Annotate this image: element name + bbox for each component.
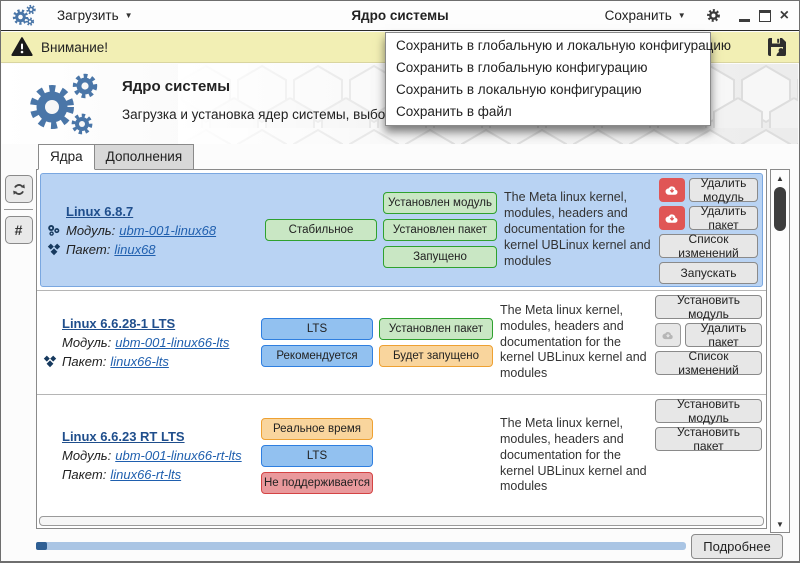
type-badge: Реальное время bbox=[261, 417, 373, 440]
status-badge: Установлен пакет bbox=[379, 318, 493, 341]
vertical-scrollbar[interactable]: ▲ ▼ bbox=[770, 169, 790, 533]
kernel-description: The Meta linux kernel, modules, headers … bbox=[500, 302, 647, 381]
cloud-remove-package-button[interactable] bbox=[659, 206, 685, 230]
install-module-button[interactable]: Установить модуль bbox=[655, 293, 762, 321]
row-separator bbox=[37, 290, 766, 291]
gears-logo-icon bbox=[22, 70, 108, 140]
cloud-remove-package-button[interactable] bbox=[655, 323, 681, 347]
install-package-button[interactable]: Установить пакет bbox=[655, 425, 762, 453]
kernel-description: The Meta linux kernel, modules, headers … bbox=[504, 190, 651, 268]
load-menu-button[interactable]: Загрузить ▼ bbox=[51, 4, 139, 27]
cloud-remove-module-button[interactable] bbox=[659, 178, 685, 202]
install-module-button[interactable]: Установить модуль bbox=[655, 397, 762, 425]
status-badge: Запущено bbox=[383, 246, 497, 268]
changelog-button[interactable]: Список изменений bbox=[659, 232, 758, 260]
module-label: Модуль: bbox=[62, 335, 112, 351]
save-dropdown-menu: Сохранить в глобальную и локальную конфи… bbox=[385, 32, 731, 126]
save-config-icon[interactable] bbox=[765, 35, 789, 59]
package-link[interactable]: linux66-rt-lts bbox=[110, 467, 182, 483]
kernel-row-linux-6-6-28-lts[interactable]: Linux 6.6.28-1 LTS Модуль: ubm-001-linux… bbox=[37, 291, 766, 394]
package-label: Пакет: bbox=[62, 467, 107, 483]
remove-package-button[interactable]: Удалить пакет bbox=[685, 321, 762, 349]
kernel-name-link[interactable]: Linux 6.8.7 bbox=[66, 203, 134, 219]
menu-item-save-global[interactable]: Сохранить в глобальную конфигурацию bbox=[396, 60, 648, 75]
footer: Подробнее bbox=[1, 533, 799, 561]
refresh-button[interactable] bbox=[4, 175, 33, 203]
warning-icon bbox=[11, 37, 33, 57]
type-badge: Рекомендуется bbox=[261, 345, 373, 368]
scrollbar-thumb[interactable] bbox=[774, 187, 786, 231]
status-badge: Установлен модуль bbox=[383, 192, 497, 214]
details-button[interactable]: Подробнее bbox=[691, 534, 783, 559]
close-button[interactable]: × bbox=[779, 6, 789, 24]
row-separator bbox=[37, 394, 766, 396]
scroll-down-button[interactable]: ▼ bbox=[776, 519, 784, 529]
package-icon bbox=[43, 355, 62, 368]
remove-module-button[interactable]: Удалить модуль bbox=[689, 176, 758, 204]
status-badge: Будет запущено bbox=[379, 345, 493, 368]
module-link[interactable]: ubm-001-linux66-lts bbox=[115, 335, 230, 351]
minimize-button[interactable] bbox=[738, 9, 750, 22]
package-link[interactable]: linux68 bbox=[114, 241, 156, 257]
tool-separator bbox=[4, 209, 33, 210]
horizontal-scrollbar[interactable] bbox=[39, 516, 764, 526]
module-label: Модуль: bbox=[62, 448, 112, 464]
load-menu-label: Загрузить bbox=[57, 8, 119, 23]
tab-kernels[interactable]: Ядра bbox=[38, 144, 95, 170]
module-link[interactable]: ubm-001-linux66-rt-lts bbox=[115, 448, 242, 464]
type-badge: LTS bbox=[261, 444, 373, 467]
kernel-row-linux-6-8-7[interactable]: Linux 6.8.7 Модуль: ubm-001-linux68 bbox=[40, 173, 763, 287]
save-menu-label: Сохранить bbox=[604, 8, 672, 23]
caret-down-icon: ▼ bbox=[124, 11, 133, 20]
cloud-download-icon bbox=[665, 213, 678, 223]
module-label: Модуль: bbox=[66, 222, 116, 238]
module-link[interactable]: ubm-001-linux68 bbox=[119, 222, 217, 238]
hash-button[interactable]: # bbox=[4, 216, 33, 244]
type-badge: LTS bbox=[261, 318, 373, 341]
refresh-icon bbox=[12, 183, 25, 195]
tab-addons[interactable]: Дополнения bbox=[94, 144, 195, 170]
menu-item-save-local[interactable]: Сохранить в локальную конфигурацию bbox=[396, 82, 642, 97]
tab-bar: Ядра Дополнения bbox=[38, 144, 195, 170]
package-label: Пакет: bbox=[62, 354, 107, 370]
progress-bar bbox=[36, 542, 686, 550]
scroll-up-button[interactable]: ▲ bbox=[776, 173, 784, 183]
kernel-name-link[interactable]: Linux 6.6.23 RT LTS bbox=[62, 429, 185, 445]
kernel-list: Linux 6.8.7 Модуль: ubm-001-linux68 bbox=[36, 169, 767, 529]
caret-down-icon: ▼ bbox=[677, 11, 686, 20]
app-logo-icon bbox=[11, 4, 37, 28]
page-title: Ядро системы bbox=[122, 78, 231, 95]
status-badge: Установлен пакет bbox=[383, 219, 497, 241]
menu-item-save-file[interactable]: Сохранить в файл bbox=[396, 104, 512, 119]
kernel-row-linux-6-6-23-rt-lts[interactable]: Linux 6.6.23 RT LTS Модуль: ubm-001-linu… bbox=[37, 395, 766, 516]
release-badge: Стабильное bbox=[265, 219, 377, 241]
cloud-download-icon bbox=[662, 331, 673, 339]
progress-chunk bbox=[36, 542, 47, 550]
package-icon bbox=[47, 243, 66, 256]
remove-package-button[interactable]: Удалить пакет bbox=[689, 204, 758, 232]
package-link[interactable]: linux66-lts bbox=[110, 354, 169, 370]
save-menu-button[interactable]: Сохранить ▼ bbox=[599, 4, 692, 27]
side-toolbar: # bbox=[4, 175, 33, 244]
kernel-description: The Meta linux kernel, modules, headers … bbox=[500, 415, 647, 494]
run-button[interactable]: Запускать bbox=[659, 262, 758, 284]
menu-item-save-global-local[interactable]: Сохранить в глобальную и локальную конфи… bbox=[396, 38, 731, 53]
warning-label: Внимание! bbox=[41, 39, 109, 55]
settings-gear-icon[interactable] bbox=[705, 7, 722, 24]
changelog-button[interactable]: Список изменений bbox=[655, 349, 762, 377]
maximize-button[interactable] bbox=[758, 9, 771, 22]
package-label: Пакет: bbox=[66, 241, 111, 257]
kernel-name-link[interactable]: Linux 6.6.28-1 LTS bbox=[62, 316, 176, 332]
type-badge: Не поддерживается bbox=[261, 471, 373, 494]
cloud-download-icon bbox=[665, 185, 678, 195]
titlebar: Загрузить ▼ Ядро системы Сохранить ▼ bbox=[1, 1, 799, 31]
module-icon bbox=[47, 224, 66, 237]
